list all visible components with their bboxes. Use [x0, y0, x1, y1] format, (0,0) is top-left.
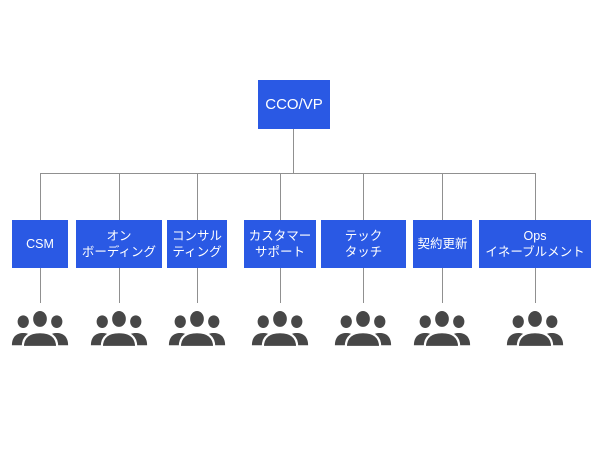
- connector-drop-6: [442, 173, 443, 220]
- org-node-customer-support: カスタマー サポート: [244, 220, 316, 268]
- org-node-onboarding-label: オン ボーディング: [81, 229, 157, 259]
- connector-drop-4: [280, 173, 281, 220]
- connector-stub-5: [363, 268, 364, 303]
- org-node-tech-touch: テック タッチ: [321, 220, 406, 268]
- team-icon: [506, 308, 564, 349]
- org-node-csm: CSM: [12, 220, 68, 268]
- connector-stub-1: [40, 268, 41, 303]
- org-node-ops-enablement-label: Ops イネーブルメント: [485, 229, 585, 259]
- team-icon: [251, 308, 309, 349]
- org-node-consulting-label: コンサル ティング: [171, 229, 222, 259]
- connector-stub-6: [442, 268, 443, 303]
- connector-stub-2: [119, 268, 120, 303]
- connector-drop-3: [197, 173, 198, 220]
- org-node-onboarding: オン ボーディング: [76, 220, 162, 268]
- org-node-consulting: コンサル ティング: [167, 220, 227, 268]
- team-icon: [413, 308, 471, 349]
- connector-stub-4: [280, 268, 281, 303]
- connector-drop-7: [535, 173, 536, 220]
- connector-drop-2: [119, 173, 120, 220]
- org-node-root-label: CCO/VP: [265, 95, 323, 113]
- connector-rail: [40, 173, 536, 174]
- team-icon: [334, 308, 392, 349]
- team-icon: [168, 308, 226, 349]
- team-icon: [11, 308, 69, 349]
- org-node-root: CCO/VP: [258, 80, 330, 129]
- connector-root-stem: [293, 129, 294, 173]
- connector-drop-5: [363, 173, 364, 220]
- connector-drop-1: [40, 173, 41, 220]
- connector-stub-7: [535, 268, 536, 303]
- connector-stub-3: [197, 268, 198, 303]
- org-node-ops-enablement: Ops イネーブルメント: [479, 220, 591, 268]
- team-icon: [90, 308, 148, 349]
- org-node-customer-support-label: カスタマー サポート: [248, 229, 312, 259]
- org-node-csm-label: CSM: [26, 237, 54, 251]
- org-node-contract-renewal: 契約更新: [413, 220, 472, 268]
- org-node-contract-renewal-label: 契約更新: [417, 237, 468, 251]
- org-node-tech-touch-label: テック タッチ: [344, 229, 383, 259]
